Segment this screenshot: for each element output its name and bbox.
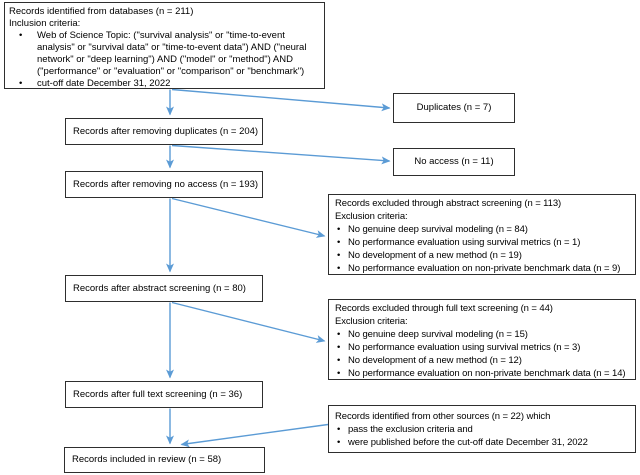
exclusion-criterion: • No performance evaluation using surviv… bbox=[335, 236, 633, 249]
bullet-glyph: • bbox=[337, 329, 341, 340]
bullet-text: No development of a new method (n = 19) bbox=[348, 250, 522, 261]
bullet-glyph: • bbox=[337, 224, 341, 235]
bullet-glyph: • bbox=[337, 250, 341, 261]
other-sources-condition: • were published before the cut-off date… bbox=[335, 436, 633, 449]
bullet-glyph: • bbox=[337, 437, 341, 448]
box-label: Records included in review (n = 58) bbox=[72, 454, 222, 465]
box-title: Records excluded through full text scree… bbox=[335, 303, 553, 314]
arrow-after-no-access-to-excluded-abstract bbox=[171, 197, 326, 238]
bullet-glyph: • bbox=[337, 368, 341, 379]
bullet-glyph: • bbox=[337, 342, 341, 353]
exclusion-criterion: • No development of a new method (n = 19… bbox=[335, 249, 633, 262]
bullet-glyph: • bbox=[337, 424, 341, 435]
bullet-glyph: • bbox=[337, 263, 341, 274]
box-after-abstract-screening: Records after abstract screening (n = 80… bbox=[65, 275, 263, 302]
box-title: Records identified from other sources (n… bbox=[335, 411, 551, 422]
box-after-removing-no-access: Records after removing no access (n = 19… bbox=[65, 171, 263, 198]
exclusion-criterion: • No performance evaluation on non-priva… bbox=[335, 367, 633, 380]
box-title: Records identified from databases (n = 2… bbox=[9, 6, 194, 17]
bullet-text: No performance evaluation on non-private… bbox=[348, 368, 626, 379]
bullet-glyph: • bbox=[337, 355, 341, 366]
bullet-text: No performance evaluation on non-private… bbox=[348, 263, 621, 274]
bullet-text: No genuine deep survival modeling (n = 1… bbox=[348, 329, 528, 340]
box-label: Records after removing no access (n = 19… bbox=[73, 178, 259, 190]
box-label: Records after full text screening (n = 3… bbox=[73, 388, 243, 400]
box-subtitle: Exclusion criteria: bbox=[335, 211, 408, 222]
exclusion-criterion: • No performance evaluation using surviv… bbox=[335, 341, 633, 354]
arrow-other-sources-to-included bbox=[180, 423, 329, 448]
bullet-text: cut-off date December 31, 2022 bbox=[37, 78, 171, 89]
box-label: No access (n = 11) bbox=[414, 156, 494, 167]
other-sources-condition: • pass the exclusion criteria and bbox=[335, 423, 633, 436]
box-excluded-abstract-screening: Records excluded through abstract screen… bbox=[328, 194, 636, 275]
arrow-identified-to-duplicates bbox=[171, 88, 391, 112]
bullet-text: No development of a new method (n = 12) bbox=[348, 355, 522, 366]
box-label: Duplicates (n = 7) bbox=[416, 102, 492, 113]
exclusion-criterion: • No genuine deep survival modeling (n =… bbox=[335, 328, 633, 341]
inclusion-criterion: • Web of Science Topic: ("survival analy… bbox=[9, 30, 320, 78]
inclusion-criterion: • cut-off date December 31, 2022 bbox=[9, 78, 320, 90]
bullet-text: were published before the cut-off date D… bbox=[348, 437, 588, 448]
bullet-glyph: • bbox=[337, 237, 341, 248]
bullet-text: Web of Science Topic: ("survival analysi… bbox=[37, 30, 307, 77]
bullet-text: pass the exclusion criteria and bbox=[348, 424, 473, 435]
arrow-after-duplicates-to-no-access bbox=[171, 144, 391, 165]
box-after-removing-duplicates: Records after removing duplicates (n = 2… bbox=[65, 118, 263, 145]
box-after-fulltext-screening: Records after full text screening (n = 3… bbox=[65, 381, 263, 408]
bullet-text: No genuine deep survival modeling (n = 8… bbox=[348, 224, 528, 235]
bullet-glyph: • bbox=[19, 78, 23, 89]
box-title: Records excluded through abstract screen… bbox=[335, 198, 562, 209]
exclusion-criterion: • No genuine deep survival modeling (n =… bbox=[335, 223, 633, 236]
box-no-access: No access (n = 11) bbox=[393, 148, 515, 176]
bullet-text: No performance evaluation using survival… bbox=[348, 237, 581, 248]
box-label: Records after abstract screening (n = 80… bbox=[73, 282, 246, 294]
exclusion-criterion: • No performance evaluation on non-priva… bbox=[335, 262, 633, 275]
box-subtitle: Inclusion criteria: bbox=[9, 18, 81, 29]
box-other-sources: Records identified from other sources (n… bbox=[328, 405, 636, 453]
arrow-after-abstract-to-excluded-fulltext bbox=[171, 301, 326, 343]
box-included-in-review: Records included in review (n = 58) bbox=[64, 447, 265, 473]
box-subtitle: Exclusion criteria: bbox=[335, 316, 408, 327]
bullet-glyph: • bbox=[19, 30, 23, 41]
box-excluded-fulltext-screening: Records excluded through full text scree… bbox=[328, 299, 636, 380]
box-duplicates: Duplicates (n = 7) bbox=[393, 93, 515, 123]
box-records-identified: Records identified from databases (n = 2… bbox=[4, 2, 325, 89]
exclusion-criterion: • No development of a new method (n = 12… bbox=[335, 354, 633, 367]
bullet-text: No performance evaluation using survival… bbox=[348, 342, 581, 353]
box-label: Records after removing duplicates (n = 2… bbox=[73, 125, 259, 137]
